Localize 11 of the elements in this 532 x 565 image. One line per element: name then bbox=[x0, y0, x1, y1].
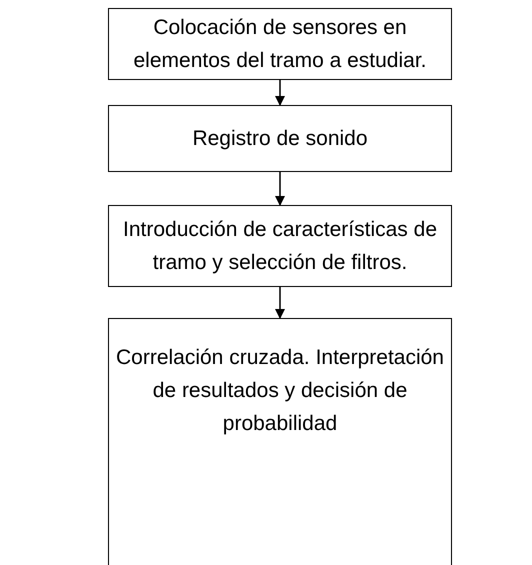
process-box bbox=[108, 105, 452, 172]
process-box bbox=[108, 8, 452, 80]
process-box bbox=[108, 318, 452, 565]
arrow bbox=[275, 172, 285, 206]
step-text: Correlación cruzada. Interpretación de resultados y decisión de probabilidad bbox=[114, 345, 445, 437]
step-text: Colocación de sensores en elementos del tramo a estudiar. bbox=[132, 15, 428, 74]
process-box bbox=[108, 205, 452, 287]
step-text: Introducción de características de tramo y selección de filtros. bbox=[122, 217, 438, 276]
arrow bbox=[275, 80, 285, 106]
step-text: Registro de sonido bbox=[192, 126, 368, 152]
arrow bbox=[275, 287, 285, 319]
